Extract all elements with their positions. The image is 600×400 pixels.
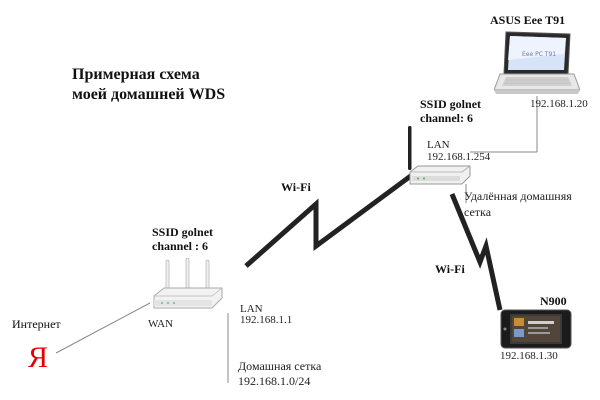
laptop-icon: Eee PC T91 [493,30,581,98]
remote-router-ssid: SSID golnet [420,97,482,111]
remote-network-label-line2: сетка [464,205,492,219]
home-network-ip: 192.168.1.0/24 [238,374,311,388]
wifi-link-phone [449,193,503,311]
diagram-title-line1: Примерная схема [72,66,200,83]
phone-icon [500,309,572,349]
remote-router-lan-label: LAN [427,139,450,151]
wifi-label-main: Wi-Fi [281,180,311,194]
phone-name: N900 [540,294,567,308]
wifi-label-phone: Wi-Fi [435,262,465,276]
home-network-label: Домашная сетка [238,359,322,373]
main-router-icon [152,257,224,316]
wifi-link-main [244,172,414,268]
main-router-ssid: SSID golnet [152,225,214,239]
phone-ip: 192.168.1.30 [500,350,558,362]
diagram-title-line2: моей домашней WDS [72,86,226,103]
remote-network-label-line1: Удалённая домашняя [464,189,572,203]
main-router-lan-label: LAN [240,303,263,315]
main-router-channel: channel : 6 [152,239,209,253]
remote-router-icon [404,126,472,188]
remote-router-lan-ip: 192.168.1.254 [427,151,491,163]
svg-text:Eee PC T91: Eee PC T91 [522,51,556,58]
internet-label: Интернет [12,317,61,331]
yandex-logo: Я [28,341,49,374]
main-router-lan-ip: 192.168.1.1 [240,314,293,326]
internet-wan-wire [55,302,151,354]
laptop-ip: 192.168.1.20 [530,98,588,110]
laptop-name: ASUS Eee T91 [490,13,566,27]
main-router-wan-label: WAN [148,318,174,330]
remote-router-channel: channel: 6 [420,111,474,125]
